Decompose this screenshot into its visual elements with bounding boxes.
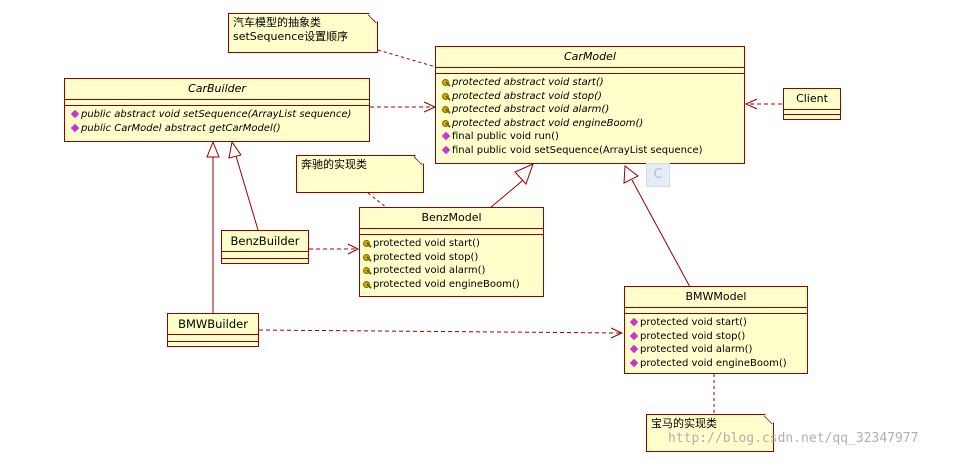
note-fold-corner (764, 415, 773, 424)
class-name: BMWModel (625, 287, 807, 308)
class-bmwbuilder[interactable]: BMWBuilder (167, 313, 259, 347)
public-method-icon (442, 147, 450, 154)
note-link-benz (367, 192, 388, 209)
generalization-bmwbuilder-carbuilder (206, 140, 220, 313)
attributes-compartment (65, 100, 369, 106)
class-benzmodel[interactable]: BenzModel protected void start() protect… (359, 207, 544, 297)
attributes-compartment (625, 308, 807, 314)
protected-method-icon (442, 92, 450, 100)
note-benz-description: 奔驰的实现类 (296, 155, 424, 193)
note-text: 宝马的实现类 (651, 417, 717, 430)
watermark-logo-icon: C (646, 163, 670, 187)
dependency-benzbuilder-benzmodel (309, 243, 360, 255)
dependency-carbuilder-carmodel (370, 101, 437, 113)
generalization-bmwmodel-carmodel (623, 165, 691, 288)
protected-method-icon (442, 79, 450, 86)
operation-item: protected void stop() (630, 330, 807, 344)
generalization-benzbuilder-carbuilder (228, 140, 259, 231)
public-method-icon (442, 133, 450, 140)
note-link-carmodel (377, 49, 437, 68)
public-method-icon (630, 346, 638, 353)
operation-item: protected void start() (630, 316, 807, 330)
protected-method-icon (442, 119, 450, 127)
class-name: BenzBuilder (222, 231, 308, 252)
attributes-compartment (168, 335, 258, 342)
class-carbuilder[interactable]: CarBuilder public abstract void setSeque… (64, 78, 370, 142)
note-fold-corner (368, 14, 377, 23)
public-method-icon (71, 111, 79, 118)
public-method-icon (630, 360, 638, 367)
protected-method-icon (363, 240, 371, 247)
class-client[interactable]: Client (783, 88, 841, 120)
operation-item: public abstract void setSequence(ArrayLi… (71, 108, 369, 122)
operation-item: protected void alarm() (363, 264, 543, 278)
operation-item: public CarModel abstract getCarModel() (71, 122, 369, 136)
class-name: Client (784, 89, 840, 110)
operations-compartment: protected abstract void start() protecte… (436, 74, 744, 158)
operation-item: protected abstract void start() (442, 76, 744, 90)
operations-compartment: public abstract void setSequence(ArrayLi… (65, 106, 369, 135)
public-method-icon (630, 333, 638, 340)
operation-item: protected void alarm() (630, 343, 807, 357)
class-name: CarModel (436, 47, 744, 68)
protected-method-icon (363, 280, 371, 288)
class-name: CarBuilder (65, 79, 369, 100)
dependency-bmwbuilder-bmwmodel (258, 327, 624, 339)
public-method-icon (630, 319, 638, 326)
operation-item: protected void engineBoom() (630, 357, 807, 371)
operation-item: final public void setSequence(ArrayList … (442, 144, 744, 158)
dependency-client-carmodel (744, 98, 782, 110)
note-fold-corner (414, 156, 423, 165)
operation-item: protected void start() (363, 237, 543, 251)
operation-item: protected void engineBoom() (363, 278, 543, 292)
note-carmodel-description: 汽车模型的抽象类 setSequence设置顺序 (228, 13, 378, 53)
operation-item: final public void run() (442, 130, 744, 144)
operation-item: protected abstract void alarm() (442, 103, 744, 117)
note-text-line-2: setSequence设置顺序 (233, 30, 349, 43)
operation-item: protected void stop() (363, 251, 543, 265)
attributes-compartment (222, 252, 308, 259)
operations-compartment: protected void start() protected void st… (360, 235, 543, 291)
class-carmodel[interactable]: CarModel protected abstract void start()… (435, 46, 745, 164)
attributes-compartment (360, 229, 543, 235)
attributes-compartment (784, 110, 840, 115)
class-bmwmodel[interactable]: BMWModel protected void start() protecte… (624, 286, 808, 374)
class-benzbuilder[interactable]: BenzBuilder (221, 230, 309, 264)
watermark-url: http://blog.csdn.net/qq_32347977 (668, 431, 919, 446)
protected-method-icon (363, 267, 371, 275)
class-name: BenzModel (360, 208, 543, 229)
note-text: 奔驰的实现类 (301, 158, 367, 171)
public-method-icon (71, 125, 79, 132)
operation-item: protected abstract void engineBoom() (442, 117, 744, 131)
note-text-line-1: 汽车模型的抽象类 (233, 16, 321, 29)
protected-method-icon (442, 106, 450, 114)
note-bmw-description: 宝马的实现类 (646, 414, 774, 452)
attributes-compartment (436, 68, 744, 74)
operations-compartment: protected void start() protected void st… (625, 314, 807, 370)
protected-method-icon (363, 253, 371, 261)
class-name: BMWBuilder (168, 314, 258, 335)
generalization-benzmodel-carmodel (489, 163, 534, 209)
operation-item: protected abstract void stop() (442, 90, 744, 104)
